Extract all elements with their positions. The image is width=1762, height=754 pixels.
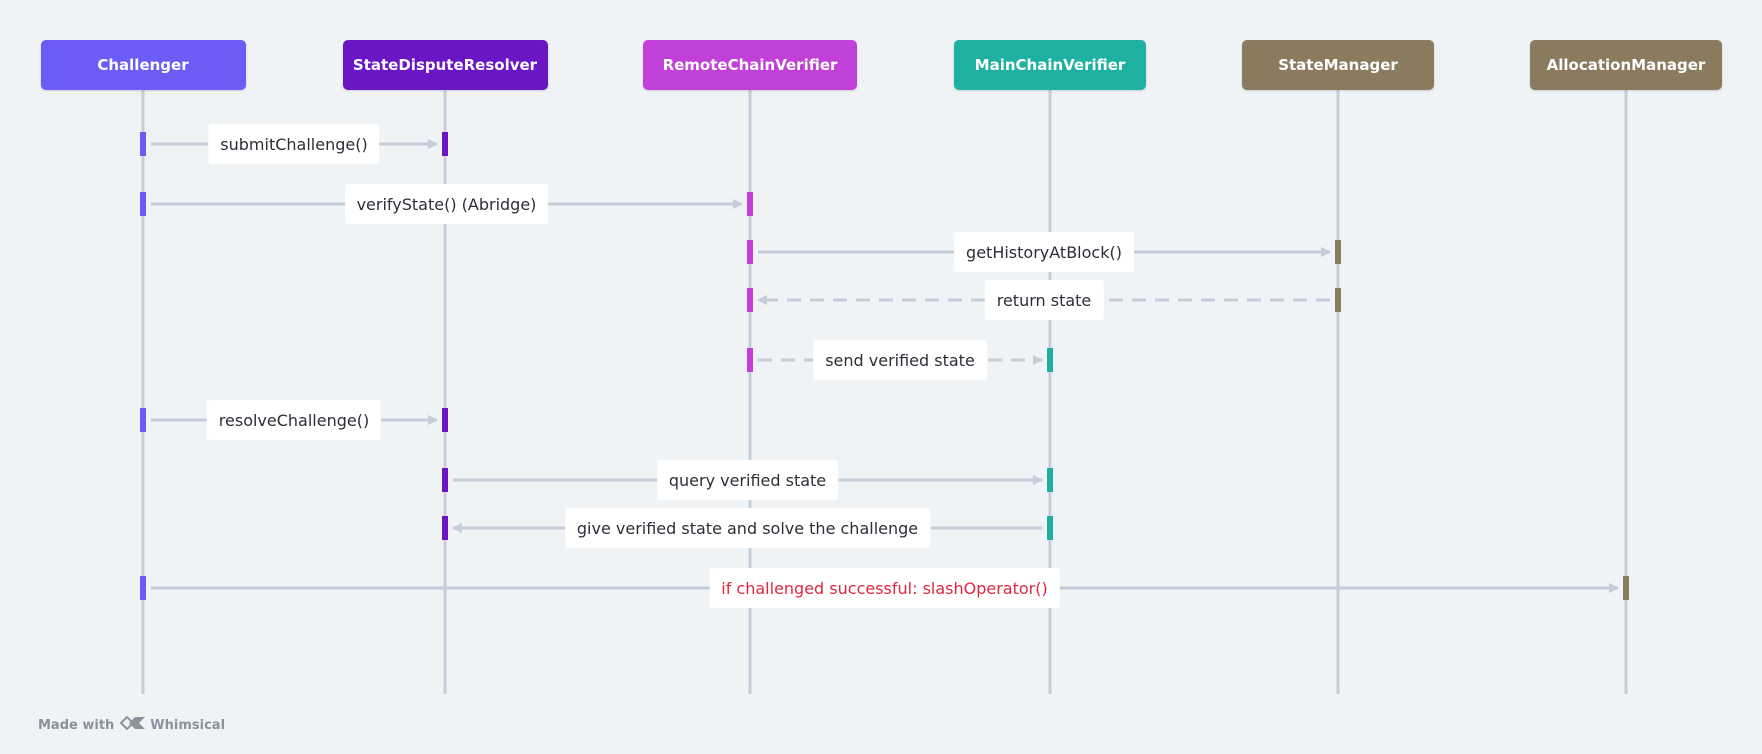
message-label[interactable]: resolveChallenge(): [206, 400, 382, 440]
actor-challenger[interactable]: Challenger: [40, 40, 246, 90]
activation-bar: [747, 240, 753, 264]
footer: Made with Whimsical: [38, 714, 225, 736]
activation-bar: [140, 132, 146, 156]
whimsical-logo-icon: [119, 714, 146, 736]
activation-bar: [442, 408, 448, 432]
activation-bar: [747, 192, 753, 216]
message-label[interactable]: if challenged successful: slashOperator(…: [709, 568, 1060, 608]
actor-am[interactable]: AllocationManager: [1530, 40, 1722, 90]
activation-bar: [1335, 240, 1341, 264]
activation-bar: [1623, 576, 1629, 600]
actor-sdr[interactable]: StateDisputeResolver: [342, 40, 548, 90]
actor-rcv[interactable]: RemoteChainVerifier: [643, 40, 857, 90]
activation-bar: [442, 132, 448, 156]
message-label[interactable]: query verified state: [656, 460, 839, 500]
activation-bar: [747, 288, 753, 312]
message-label[interactable]: submitChallenge(): [208, 124, 380, 164]
activation-bar: [140, 192, 146, 216]
activation-bar: [747, 348, 753, 372]
message-label[interactable]: send verified state: [813, 340, 987, 380]
message-label[interactable]: return state: [984, 280, 1104, 320]
activation-bar: [1047, 516, 1053, 540]
activation-bar: [1047, 348, 1053, 372]
activation-bar: [1047, 468, 1053, 492]
actor-mcv[interactable]: MainChainVerifier: [954, 40, 1146, 90]
message-label[interactable]: verifyState() (Abridge): [344, 184, 549, 224]
activation-bar: [140, 408, 146, 432]
activation-bar: [442, 516, 448, 540]
footer-brand: Whimsical: [150, 717, 226, 733]
footer-made-with: Made with: [38, 717, 115, 733]
actor-sm[interactable]: StateManager: [1242, 40, 1434, 90]
activation-bar: [442, 468, 448, 492]
activation-bar: [1335, 288, 1341, 312]
message-label[interactable]: getHistoryAtBlock(): [954, 232, 1134, 272]
activation-bar: [140, 576, 146, 600]
message-label[interactable]: give verified state and solve the challe…: [564, 508, 931, 548]
